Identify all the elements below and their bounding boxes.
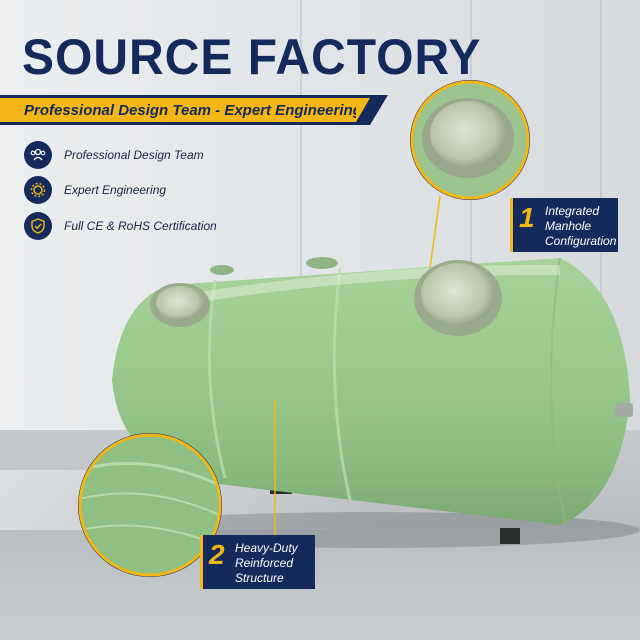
callout-manhole: 1 Integrated Manhole Configuration [510,198,618,252]
callout-number: 1 [519,202,535,233]
side-nozzle [615,403,633,417]
callout-line: Manhole [545,219,592,233]
callout-structure: 2 Heavy-Duty Reinforced Structure [200,535,315,589]
feature-item: Full CE & RoHS Certification [24,211,217,241]
top-fitting [210,265,234,275]
top-fitting [306,257,338,269]
callout-line: Heavy-Duty [235,541,298,555]
headline: SOURCE FACTORY [22,29,482,86]
callout-line: Reinforced [235,556,294,570]
feature-item: Professional Design Team [24,140,204,170]
team-icon [24,141,52,169]
tank-body [112,258,630,525]
callout-line: Structure [235,571,284,585]
reinforcing-rib [207,279,227,479]
tagline-banner: Professional Design Team - Expert Engine… [0,95,388,125]
callout-line: Integrated [545,204,600,218]
feature-label: Expert Engineering [64,183,167,197]
shield-check-icon [24,212,52,240]
gear-icon [24,176,52,204]
callout-number: 2 [209,539,225,570]
tank-support [500,528,520,544]
feature-label: Full CE & RoHS Certification [64,219,217,233]
callout-line: Configuration [545,234,617,248]
tagline-text: Professional Design Team - Expert Engine… [24,102,362,119]
feature-item: Expert Engineering [24,175,166,205]
reinforcing-rib [332,267,352,501]
feature-label: Professional Design Team [64,148,204,162]
